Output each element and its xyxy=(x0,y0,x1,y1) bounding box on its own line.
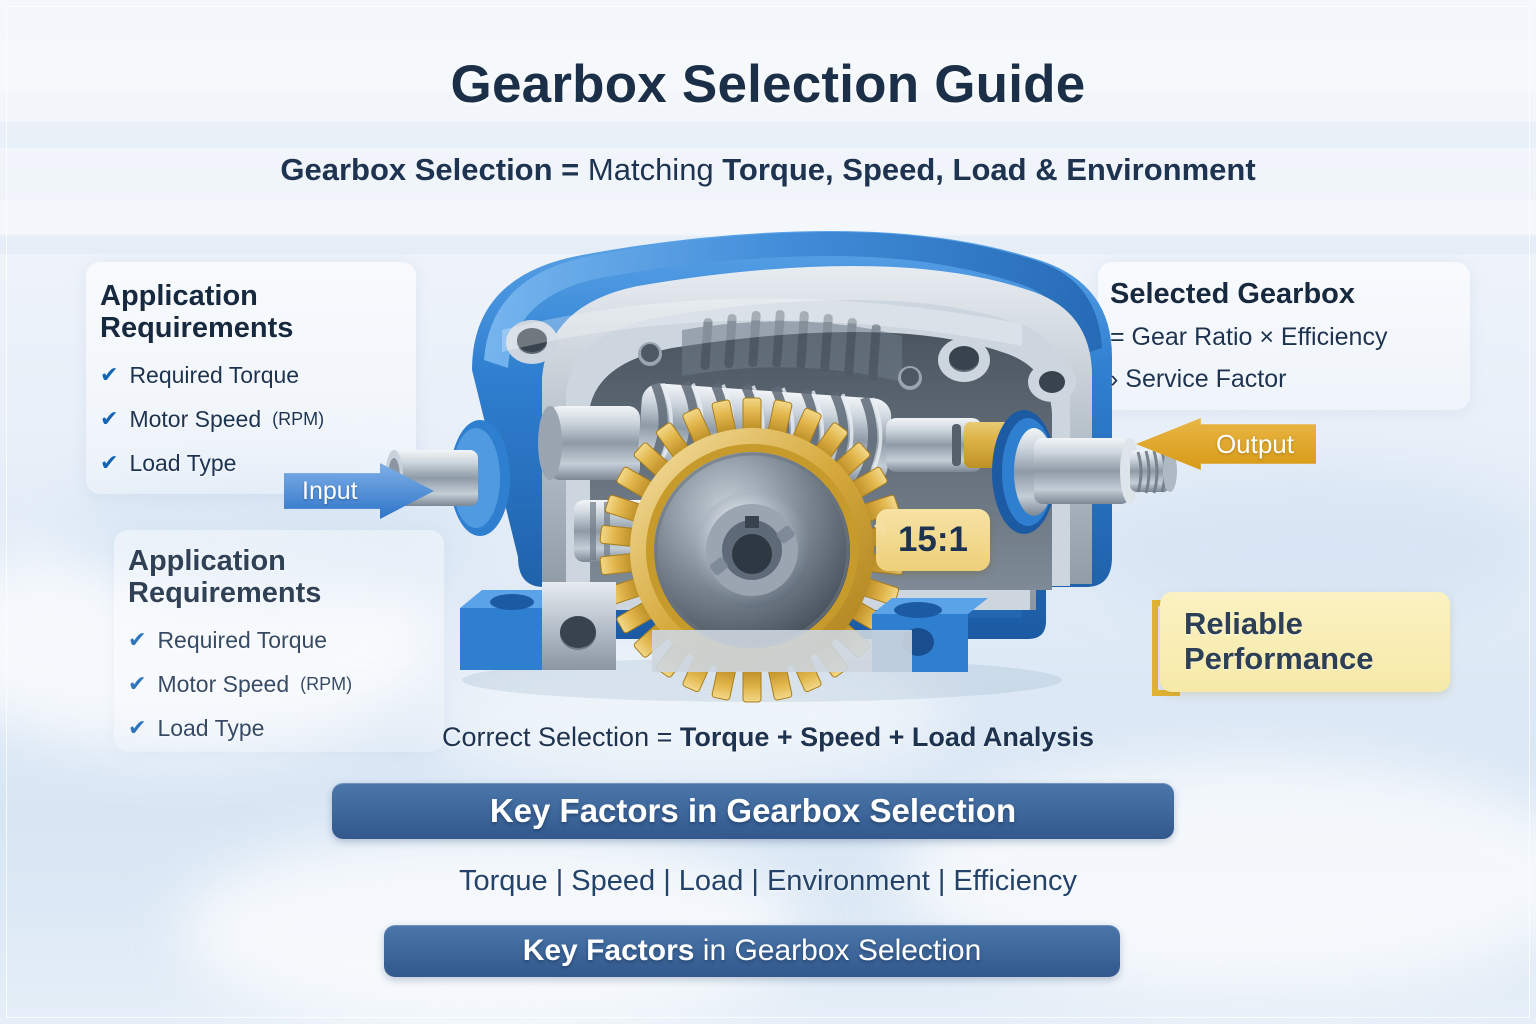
requirement-label: Motor Speed xyxy=(157,670,290,697)
output-arrow-label: Output xyxy=(1215,428,1294,459)
subtitle-mid: Matching xyxy=(587,152,723,187)
subtitle-tail: Torque, Speed, Load & Environment xyxy=(722,152,1256,187)
requirement-suffix: (RPM) xyxy=(300,673,353,694)
check-icon: ✔ xyxy=(100,362,119,388)
left-panel-card-bottom xyxy=(114,530,444,752)
panel-heading: Application Requirements xyxy=(128,545,352,610)
requirement-label: Required Torque xyxy=(157,626,328,653)
gear-ratio-badge: 15:1 xyxy=(874,509,990,571)
requirement-label: Motor Speed xyxy=(129,405,262,432)
factors-pipeline-list: Torque | Speed | Load | Environment | Ef… xyxy=(458,865,1077,897)
page-subtitle: Gearbox Selection = Matching Torque, Spe… xyxy=(0,152,1536,188)
key-factors-banner-secondary-label: Key Factors in Gearbox Selection xyxy=(523,934,982,968)
requirement-suffix: (RPM) xyxy=(272,408,325,429)
formula-normal-part: Correct Selection = xyxy=(442,722,680,752)
panel-heading-line-2: Requirements xyxy=(128,577,322,610)
gearbox-cutaway-illustration xyxy=(352,210,1182,710)
check-icon: ✔ xyxy=(100,406,119,432)
banner-secondary-bold: Key Factors xyxy=(522,934,695,967)
left-panel-card-top xyxy=(86,262,416,494)
requirement-item: ✔ Motor Speed (RPM) xyxy=(100,406,324,433)
input-shaft xyxy=(385,420,510,536)
reliable-performance-callout: Reliable Performance xyxy=(1160,592,1450,692)
panel-heading-line-1: Application xyxy=(100,280,258,312)
reliable-line-2: Performance xyxy=(1184,641,1374,676)
requirement-item: ✔ Required Torque xyxy=(128,627,352,654)
application-requirements-panel-top: Application Requirements ✔ Required Torq… xyxy=(100,280,324,477)
subtitle-lead: Gearbox Selection = xyxy=(280,152,588,187)
check-icon: ✔ xyxy=(100,450,119,476)
worm-wheel-gear xyxy=(599,397,905,703)
requirement-label: Load Type xyxy=(157,714,265,741)
requirement-item: ✔ Load Type xyxy=(100,450,324,477)
output-shaft xyxy=(992,410,1177,534)
gear-ratio-value: 15:1 xyxy=(897,520,969,559)
mounting-feet xyxy=(460,582,988,672)
bolt-boss xyxy=(506,320,1076,402)
key-factors-banner-secondary: Key Factors in Gearbox Selection xyxy=(384,925,1120,977)
gearbox-formula-line-2: › Service Factor xyxy=(1110,365,1287,394)
application-requirements-panel-bottom: Application Requirements ✔ Required Torq… xyxy=(128,545,352,742)
banner-secondary-normal: in Gearbox Selection xyxy=(694,934,982,967)
requirement-item: ✔ Required Torque xyxy=(100,362,324,389)
reliable-line-1: Reliable xyxy=(1184,606,1303,642)
background-band xyxy=(0,200,1536,234)
requirement-label: Load Type xyxy=(129,449,237,476)
requirement-item: ✔ Motor Speed (RPM) xyxy=(128,671,352,698)
background-band xyxy=(0,122,1536,148)
background-band xyxy=(0,40,1536,92)
gearbox-formula-line-1: = Gear Ratio × Efficiency xyxy=(1110,323,1388,352)
input-arrow-label: Input xyxy=(302,476,358,505)
formula-bold-part: Torque + Speed + Load Analysis xyxy=(679,722,1094,752)
key-factors-banner-primary-label: Key Factors in Gearbox Selection xyxy=(489,792,1017,829)
panel-heading-line-1: Application xyxy=(128,545,286,577)
requirement-item: ✔ Load Type xyxy=(128,715,352,742)
check-icon: ✔ xyxy=(128,627,147,653)
selected-gearbox-panel: Selected Gearbox = Gear Ratio × Efficien… xyxy=(1110,278,1387,394)
panel-heading: Selected Gearbox xyxy=(1110,278,1355,310)
panel-heading-line-2: Requirements xyxy=(100,312,294,345)
check-icon: ✔ xyxy=(128,715,147,741)
right-panel-card xyxy=(1098,262,1470,410)
correct-selection-formula: Correct Selection = Torque + Speed + Loa… xyxy=(0,722,1536,753)
requirement-label: Required Torque xyxy=(129,361,300,388)
panel-heading: Application Requirements xyxy=(100,280,324,345)
page-title: Gearbox Selection Guide xyxy=(450,55,1086,114)
check-icon: ✔ xyxy=(128,671,147,697)
key-factors-banner-primary: Key Factors in Gearbox Selection xyxy=(332,783,1174,839)
